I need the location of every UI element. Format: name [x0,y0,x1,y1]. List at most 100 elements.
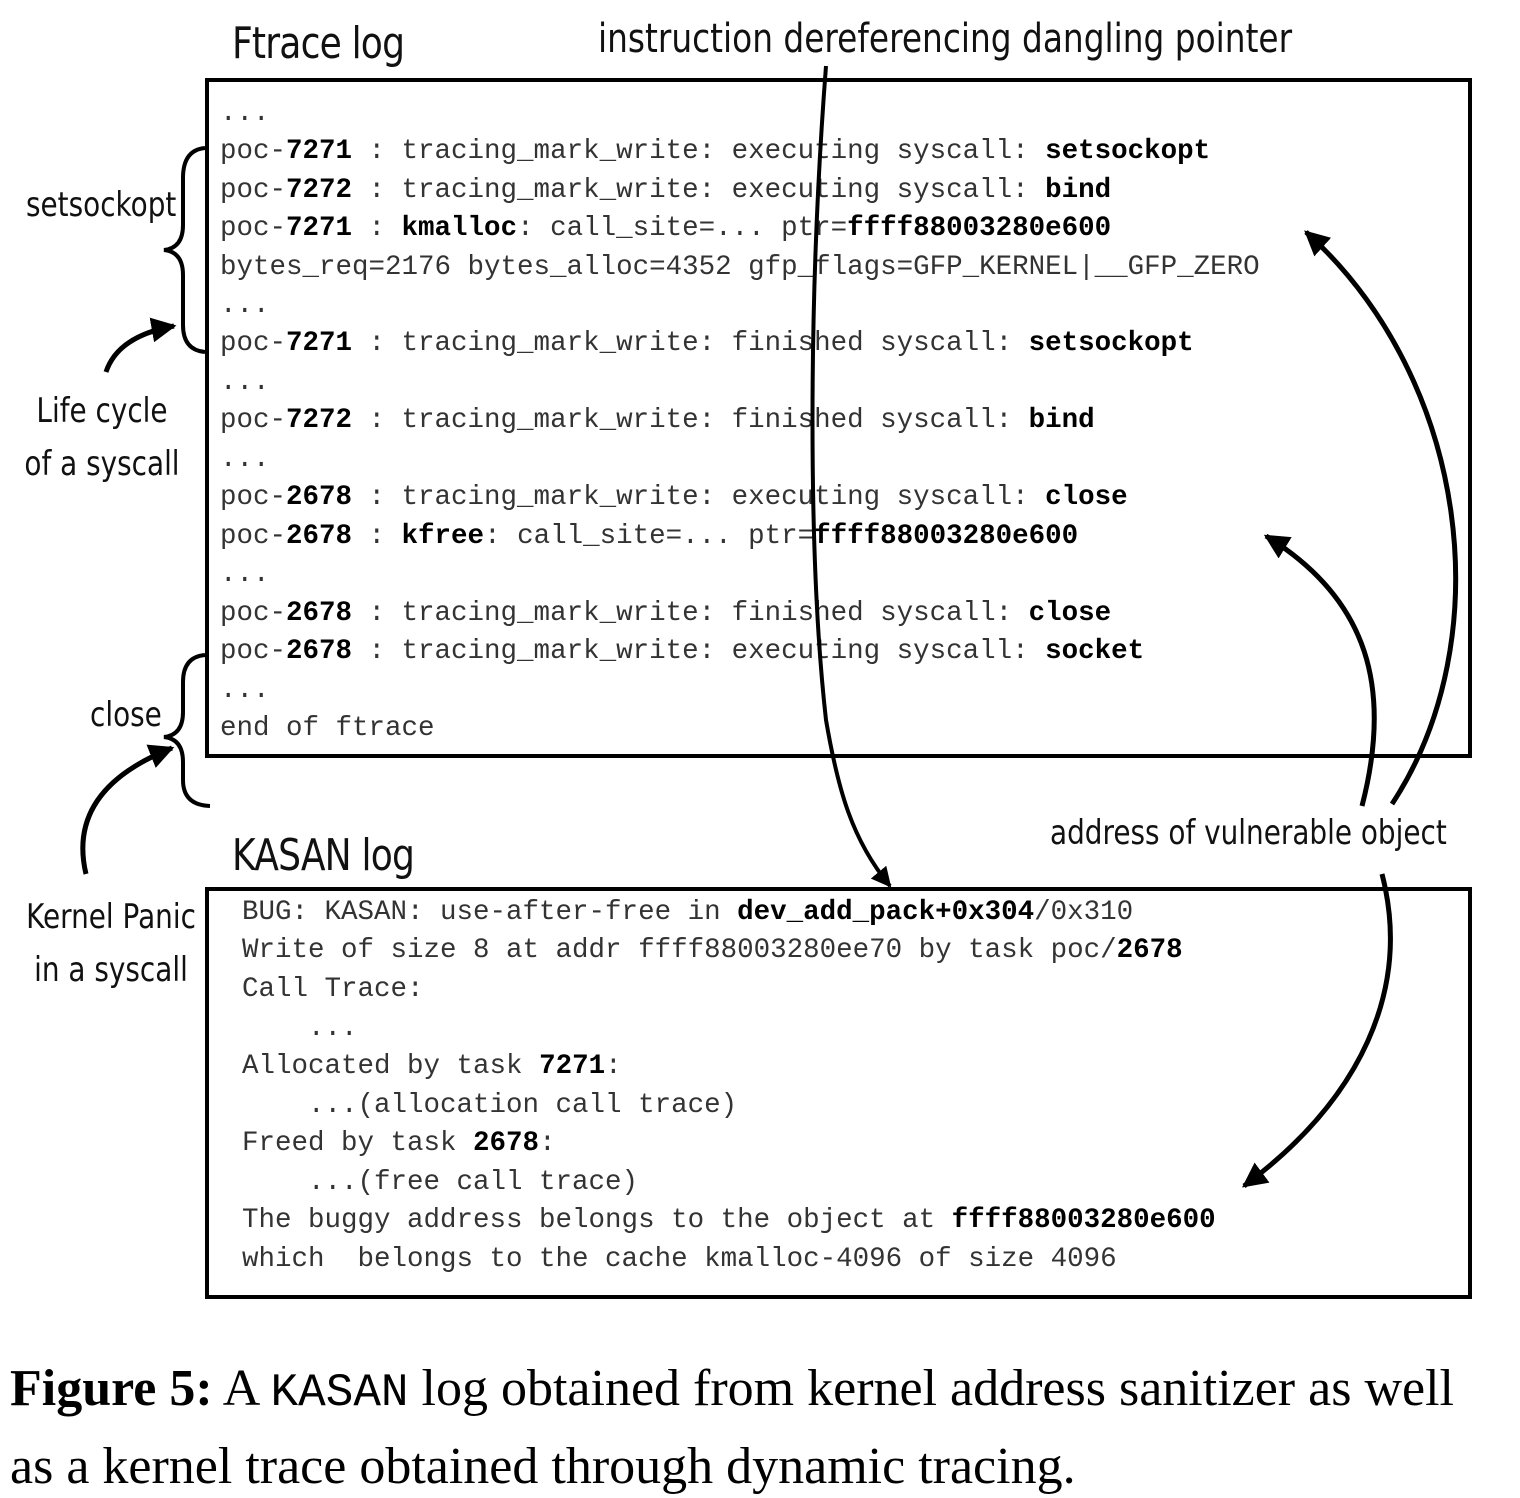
ftrace-line-segment: : call_site=... ptr= [517,213,848,244]
kasan-line: Allocated by task 7271: [242,1053,622,1081]
caption-label: Figure 5: [10,1360,213,1417]
ftrace-line: bytes_req=2176 bytes_alloc=4352 gfp_flag… [220,254,1260,282]
ftrace-line: ... [220,292,270,320]
kasan-line-segment: dev_add_pack+0x304 [737,897,1035,928]
ftrace-line: poc-2678 : tracing_mark_write: executing… [220,484,1128,512]
ftrace-line-segment: ... [220,367,270,398]
ftrace-line-segment: : [352,521,402,552]
kasan-line-segment: 7271 [539,1051,606,1082]
kasan-line: ... [242,1015,358,1043]
kasan-line-segment: ... [242,1013,358,1044]
ftrace-line-segment: bind [1028,405,1095,436]
ftrace-line-segment: poc- [220,328,287,359]
kasan-line: Call Trace: [242,976,424,1004]
ftrace-line-segment: poc- [220,598,287,629]
ftrace-line-segment: poc- [220,405,287,436]
ftrace-line-segment: bytes_req=2176 bytes_alloc=4352 gfp_flag… [220,252,1260,283]
caption-text-post: log obtained from kernel address sanitiz… [10,1360,1454,1495]
ftrace-line-segment: ... [220,559,270,590]
ftrace-line-segment: 2678 [286,482,353,513]
lifecycle-label-line2: of a syscall [24,443,180,484]
kasan-line-segment: 2678 [473,1128,540,1159]
setsockopt-brace-label: setsockopt [26,185,177,225]
lifecycle-label: Life cycle of a syscall [18,390,185,485]
vulnerable-object-label: address of vulnerable object [1050,813,1447,853]
ftrace-line-segment: poc- [220,636,287,667]
kasan-line-segment: Write of size 8 at addr ffff88003280ee70… [242,935,1117,966]
caption-text-mono: KASAN [270,1367,409,1419]
ftrace-line: poc-7272 : tracing_mark_write: finished … [220,407,1095,435]
lifecycle-label-line1: Life cycle [36,391,168,431]
ftrace-line-segment: ffff88003280e600 [814,521,1079,552]
ftrace-line-segment: setsockopt [1045,136,1211,167]
kasan-line-segment: ...(free call trace) [242,1167,639,1198]
ftrace-line: poc-2678 : tracing_mark_write: finished … [220,600,1111,628]
ftrace-line-segment: : tracing_mark_write: finished syscall: [352,328,1029,359]
caption-text-pre: A [212,1360,271,1417]
ftrace-line-segment: socket [1045,636,1145,667]
kernel-panic-arrow [80,744,175,875]
kasan-line-segment: Call Trace: [242,974,424,1005]
kasan-line-segment: ...(allocation call trace) [242,1090,738,1121]
kasan-line: which belongs to the cache kmalloc-4096 … [242,1246,1117,1274]
ftrace-line-segment: 7271 [286,213,353,244]
ftrace-line-segment: 7271 [286,328,353,359]
kasan-line-segment: BUG: KASAN: use-after-free in [242,897,738,928]
ftrace-line-segment: : tracing_mark_write: finished syscall: [352,405,1029,436]
kasan-line-segment: /0x310 [1034,897,1134,928]
kasan-line-segment: Freed by task [242,1128,474,1159]
ftrace-line-segment: bind [1045,175,1112,206]
kasan-line-segment: : [605,1051,622,1082]
ftrace-line: poc-2678 : kfree: call_site=... ptr=ffff… [220,523,1078,551]
ftrace-line-segment: : tracing_mark_write: executing syscall: [352,136,1046,167]
ftrace-line: ... [220,561,270,589]
dangling-pointer-label: instruction dereferencing dangling point… [598,16,1293,62]
ftrace-line-segment: 7272 [286,405,353,436]
kasan-line-segment: which belongs to the cache kmalloc-4096 … [242,1244,1117,1275]
ftrace-line-segment: : [352,213,402,244]
ftrace-line-segment: setsockopt [1028,328,1194,359]
ftrace-line-segment: poc- [220,175,287,206]
kasan-line: ...(free call trace) [242,1169,638,1197]
kasan-line: Freed by task 2678: [242,1130,556,1158]
ftrace-line-segment: 7272 [286,175,353,206]
ftrace-line-segment: 7271 [286,136,353,167]
setsockopt-brace [163,146,206,354]
kasan-line: ...(allocation call trace) [242,1092,737,1120]
ftrace-line-segment: poc- [220,521,287,552]
close-brace [163,653,211,808]
kernel-panic-label-line2: in a syscall [34,949,188,990]
ftrace-line-segment: end of ftrace [220,713,435,744]
kasan-line-segment: 2678 [1116,935,1183,966]
ftrace-line-segment: ffff88003280e600 [847,213,1112,244]
kasan-line-segment: : [539,1128,556,1159]
ftrace-line-segment: poc- [220,213,287,244]
ftrace-line-segment: : tracing_mark_write: executing syscall: [352,175,1046,206]
kasan-line-segment: Allocated by task [242,1051,540,1082]
ftrace-line-segment: kfree [401,521,485,552]
kasan-line: BUG: KASAN: use-after-free in dev_add_pa… [242,899,1133,927]
ftrace-line: ... [220,369,270,397]
ftrace-line-segment: : tracing_mark_write: executing syscall: [352,482,1046,513]
ftrace-line-segment: : tracing_mark_write: finished syscall: [352,598,1029,629]
ftrace-line-segment: 2678 [286,521,353,552]
ftrace-line: poc-7271 : tracing_mark_write: executing… [220,138,1210,166]
ftrace-line-segment: 2678 [286,636,353,667]
ftrace-line-segment: close [1045,482,1128,513]
kasan-line-segment: ffff88003280e600 [951,1205,1216,1236]
ftrace-line: ... [220,100,270,128]
ftrace-line: poc-2678 : tracing_mark_write: executing… [220,638,1144,666]
kasan-line-segment: The buggy address belongs to the object … [242,1205,952,1236]
kasan-line: Write of size 8 at addr ffff88003280ee70… [242,937,1183,965]
ftrace-line-segment: ... [220,290,270,321]
ftrace-line-segment: : call_site=... ptr= [484,521,815,552]
ftrace-line-segment: poc- [220,136,287,167]
ftrace-line-segment: ... [220,675,270,706]
ftrace-line-segment: ... [220,444,270,475]
kernel-panic-label-line1: Kernel Panic [26,897,196,937]
kasan-line: The buggy address belongs to the object … [242,1207,1216,1235]
ftrace-line: poc-7271 : tracing_mark_write: finished … [220,330,1194,358]
lifecycle-arrow [103,317,177,373]
ftrace-line-segment: close [1028,598,1112,629]
